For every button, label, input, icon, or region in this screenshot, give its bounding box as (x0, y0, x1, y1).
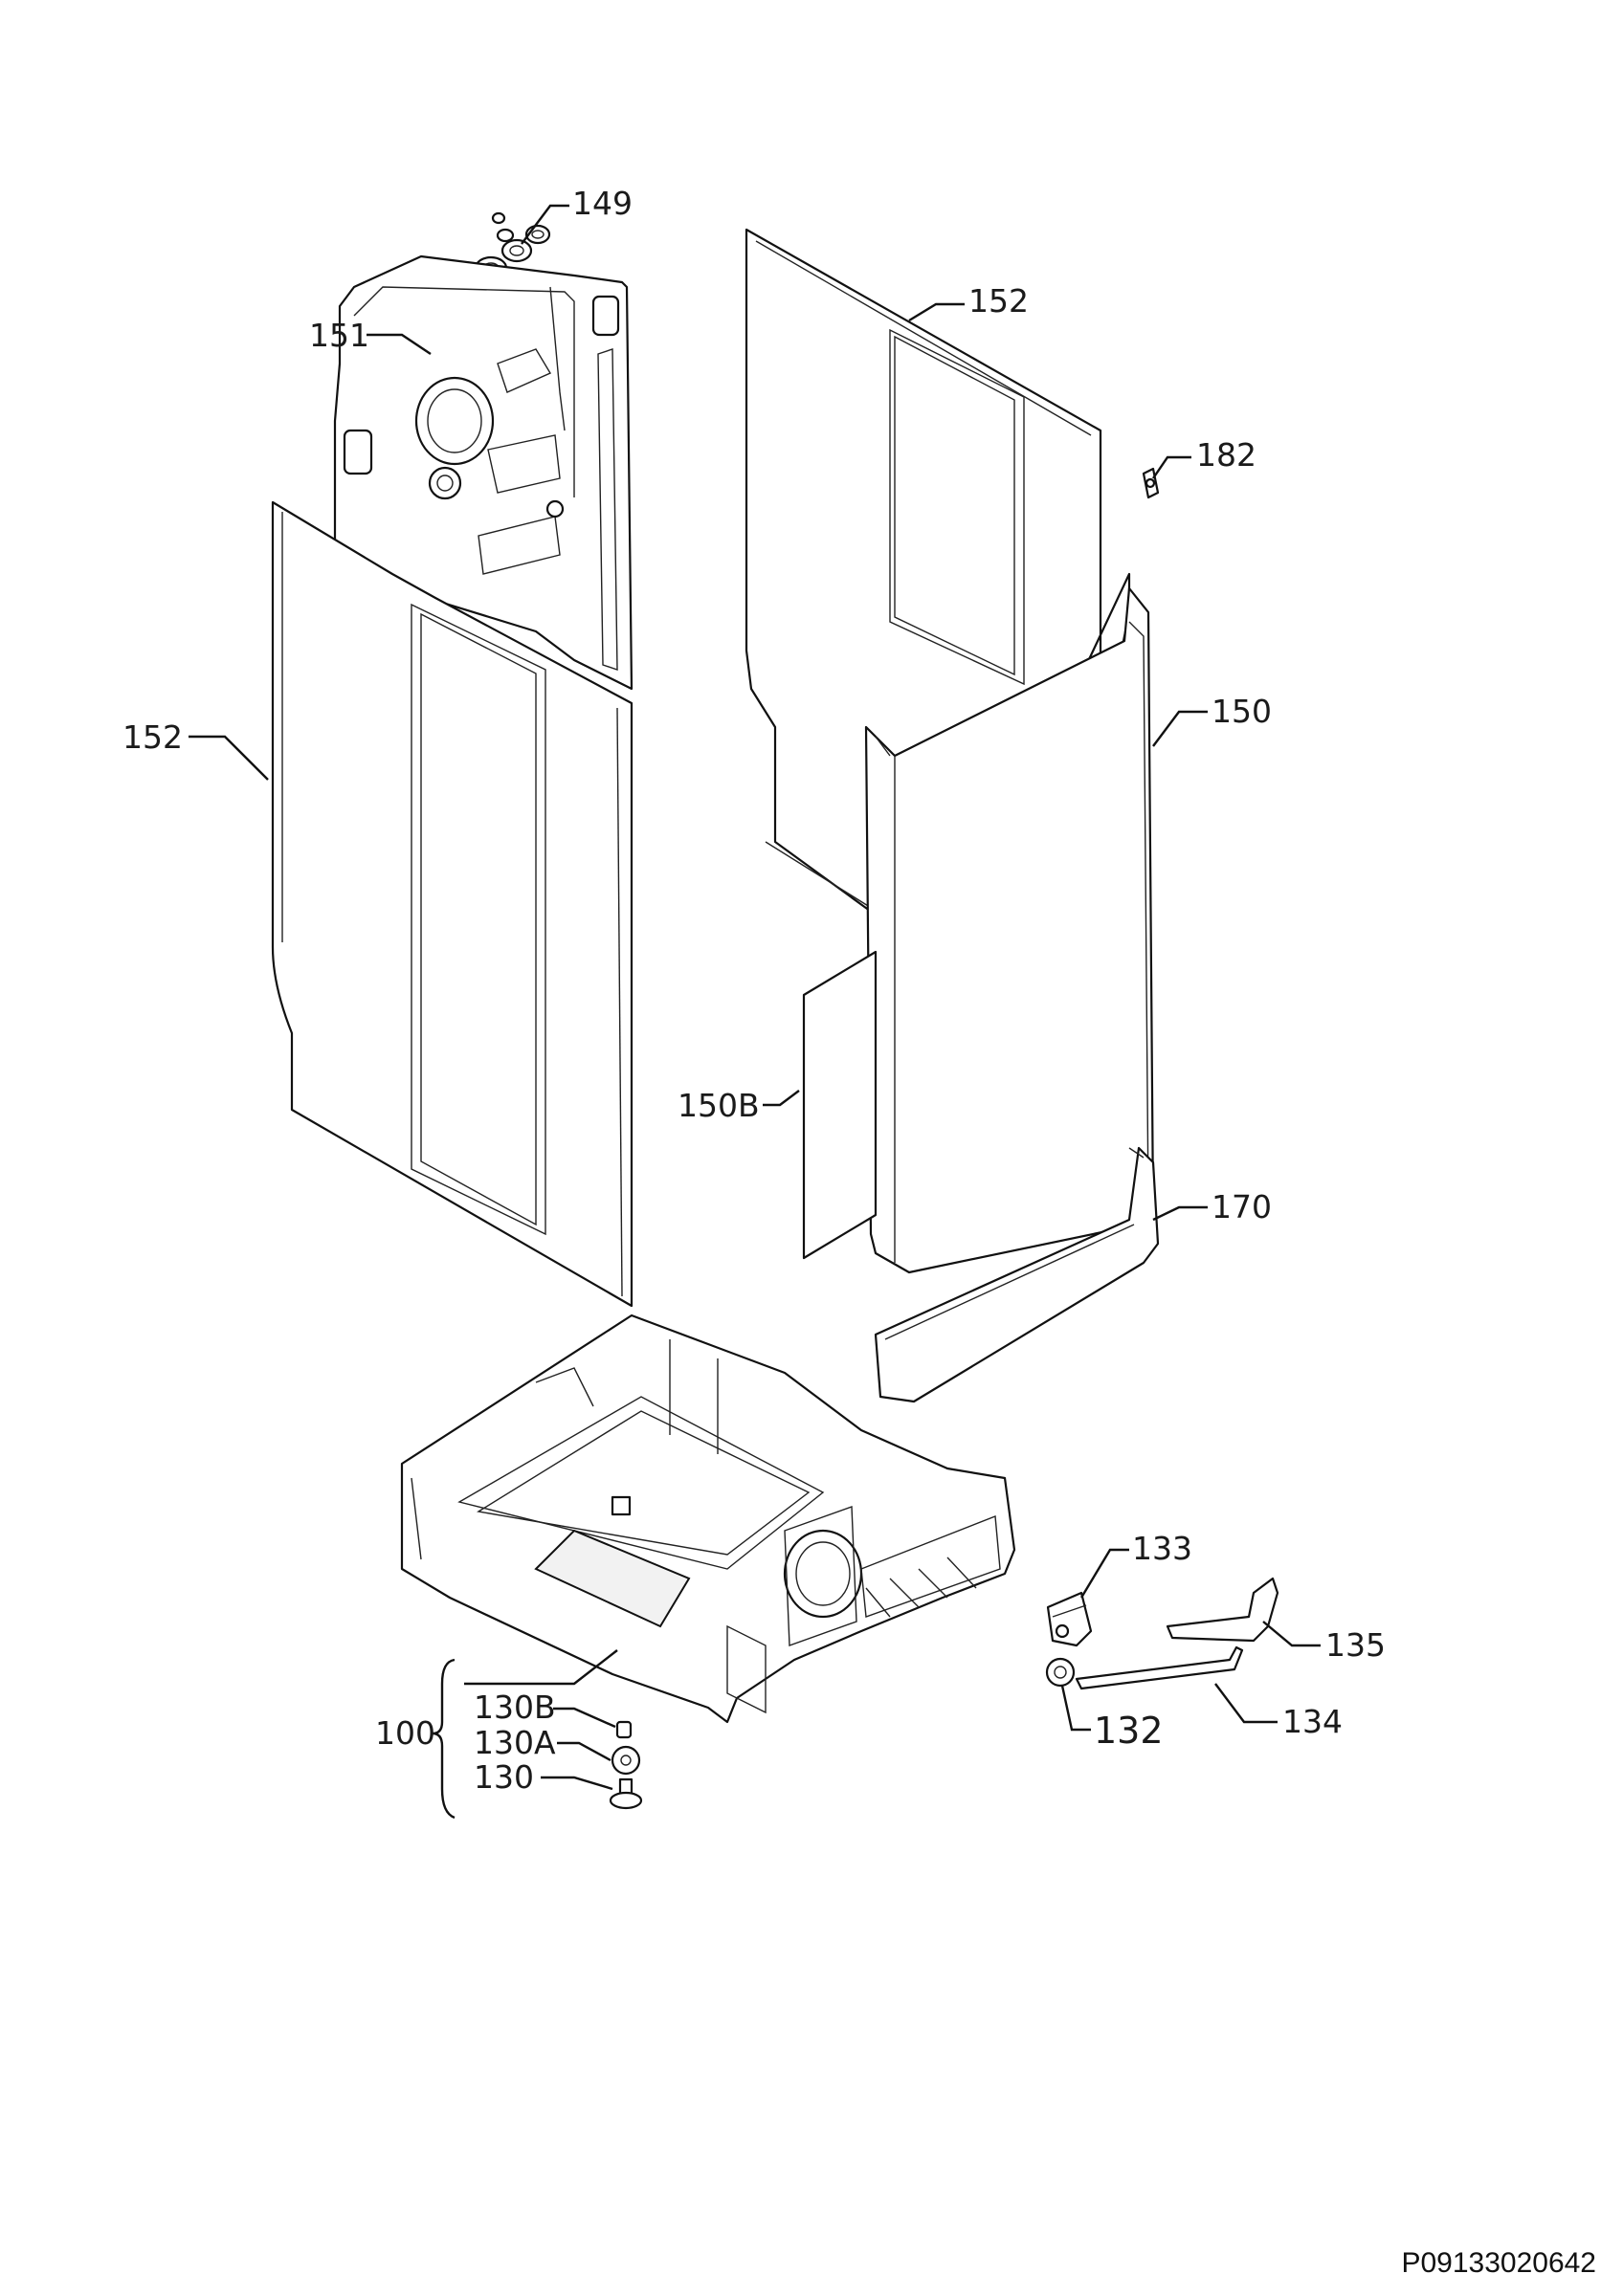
label-100: 100 (375, 1714, 435, 1752)
label-151: 151 (309, 317, 369, 354)
label-152-left: 152 (122, 718, 183, 756)
label-150: 150 (1212, 693, 1272, 730)
label-150b: 150B (678, 1087, 760, 1124)
label-130a: 130A (474, 1724, 556, 1761)
part-150-front-panel (864, 586, 1155, 1274)
part-150b-insulation-sheet (802, 950, 878, 1260)
part-170-kick-plate (874, 1146, 1160, 1403)
part-133-bracket (1046, 1591, 1093, 1647)
label-149: 149 (572, 185, 633, 222)
label-152-right: 152 (968, 282, 1029, 320)
part-152-left-side-panel (271, 500, 634, 1308)
part-151-rear-frame (333, 254, 634, 691)
part-134-rod (1075, 1645, 1244, 1690)
label-170: 170 (1212, 1188, 1272, 1225)
part-100-base-tray (400, 1314, 1016, 1724)
part-130-adjustable-foot (609, 1777, 643, 1810)
label-130: 130 (474, 1758, 534, 1796)
part-135-lever (1166, 1577, 1279, 1643)
label-135: 135 (1325, 1626, 1386, 1664)
document-id: P09133020642 (1401, 2247, 1596, 2279)
part-132-knob (1045, 1657, 1076, 1688)
label-132: 132 (1094, 1710, 1164, 1752)
part-130b-foot-cap (615, 1720, 633, 1739)
leader-lines (189, 204, 1321, 1820)
label-133: 133 (1132, 1530, 1192, 1567)
label-182: 182 (1196, 436, 1256, 474)
part-labels: 149 151 152 182 152 150 150B 170 133 135… (122, 185, 1386, 1796)
part-130a-foot-washer (611, 1745, 641, 1776)
label-134: 134 (1282, 1703, 1343, 1740)
label-130b: 130B (474, 1689, 556, 1726)
